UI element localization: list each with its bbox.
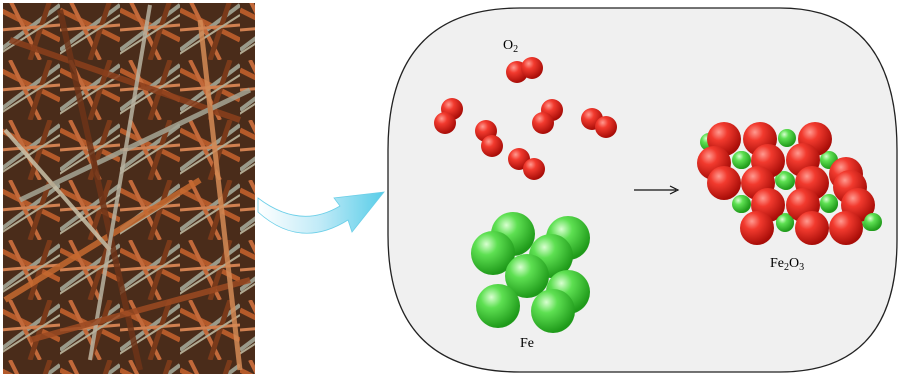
lattice-oxygen-atoms xyxy=(697,122,875,245)
iron-cluster xyxy=(471,212,590,333)
oxygen-molecule xyxy=(581,108,617,138)
iron-label: Fe xyxy=(520,336,534,351)
oxygen-molecules xyxy=(434,57,617,180)
iron-oxide-label: Fe2O3 xyxy=(770,256,804,273)
oxygen-molecule xyxy=(506,57,543,83)
oxygen-molecule xyxy=(532,99,563,134)
lattice-iron-atoms-front xyxy=(732,151,882,232)
oxygen-molecule xyxy=(434,98,463,134)
iron-oxide-lattice xyxy=(697,122,882,245)
curved-arrow-icon xyxy=(257,191,385,234)
oxygen-molecule xyxy=(475,120,503,157)
oxygen-molecule xyxy=(508,148,545,180)
oxygen-label: O2 xyxy=(503,38,518,55)
rusty-nails-photo xyxy=(3,3,255,374)
right-arrow-icon xyxy=(634,185,680,195)
